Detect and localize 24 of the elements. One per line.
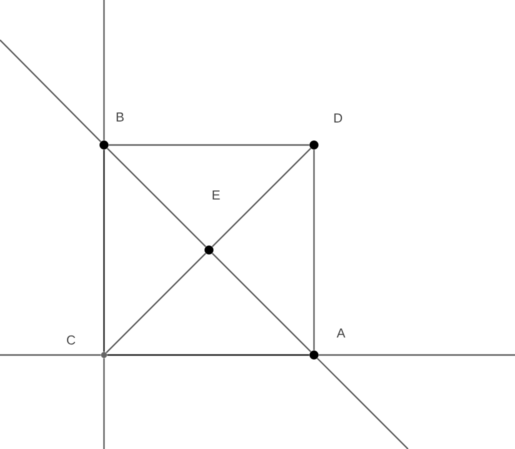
node-label: B — [116, 112, 124, 122]
line-segment — [313, 150, 315, 350]
line-segment — [108, 144, 310, 146]
node-label: D — [334, 114, 342, 122]
line-segment — [106, 252, 206, 354]
line-segment — [106, 148, 206, 248]
line-segment — [107, 354, 310, 356]
line-segment — [212, 148, 312, 248]
point: C — [66, 335, 107, 358]
line — [0, 354, 101, 356]
node-label: C — [66, 335, 76, 345]
node-label: E — [212, 190, 220, 200]
point: D — [310, 114, 342, 150]
line — [318, 354, 515, 356]
point: A — [310, 328, 346, 360]
line — [0, 40, 102, 142]
point: B — [100, 112, 124, 150]
line — [103, 358, 105, 449]
line — [103, 0, 105, 140]
point: E — [204, 190, 220, 254]
line-segment — [103, 150, 105, 352]
line — [316, 358, 408, 449]
line-segment — [212, 252, 312, 352]
node-label: A — [336, 328, 346, 338]
